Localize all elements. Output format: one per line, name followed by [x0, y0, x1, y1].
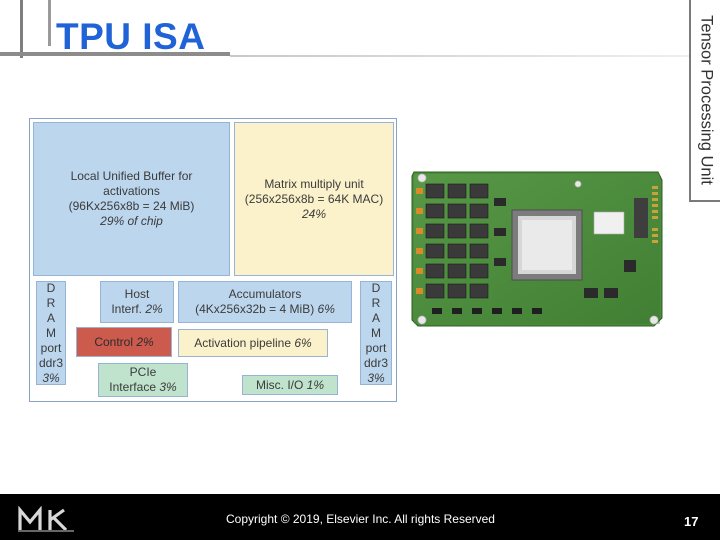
tpu-board-photo — [411, 171, 663, 327]
matrix-multiply-unit-block: Matrix multiply unit (256x256x8b = 64K M… — [234, 122, 394, 276]
block-percent: 6% — [317, 302, 335, 316]
block-letter: R — [371, 295, 381, 310]
page-number: 17 — [684, 514, 699, 529]
block-percent: 2% — [136, 334, 154, 349]
block-label: Matrix multiply unit — [264, 176, 364, 191]
block-label: Accumulators — [228, 287, 302, 301]
block-label: Interface — [109, 380, 156, 394]
block-label: Host — [124, 287, 150, 301]
block-label-row: (4Kx256x32b = 4 MiB) 6% — [195, 302, 335, 317]
block-detail: (4Kx256x32b = 4 MiB) — [195, 302, 315, 316]
block-letter: A — [371, 310, 380, 325]
header-accent-bar — [20, 0, 23, 58]
block-label: port — [40, 340, 62, 355]
section-side-label: Tensor Processing Unit — [697, 15, 715, 185]
block-label: Interf. — [111, 302, 142, 316]
misc-io-block: Misc. I/O 1% — [242, 375, 338, 395]
block-label: Misc. I/O — [255, 377, 304, 392]
block-percent: 24% — [301, 206, 327, 221]
block-percent: 6% — [294, 335, 312, 350]
local-unified-buffer-block: Local Unified Buffer for activations (96… — [33, 122, 230, 276]
accumulators-block: Accumulators (4Kx256x32b = 4 MiB) 6% — [178, 281, 352, 323]
block-letter: D — [371, 280, 381, 295]
host-interface-block: Host Interf. 2% — [100, 281, 174, 323]
block-detail: (256x256x8b = 64K MAC) — [244, 191, 384, 206]
tpu-floorplan-diagram: Local Unified Buffer for activations (96… — [29, 118, 397, 402]
block-label: ddr3 — [363, 355, 389, 370]
block-label-row: Interface 3% — [109, 380, 176, 395]
header-accent-bar — [48, 0, 51, 46]
block-label-row: Interf. 2% — [111, 302, 162, 317]
block-label: Activation pipeline — [194, 335, 292, 350]
block-letter: M — [46, 325, 56, 340]
block-percent: 29% of chip — [100, 214, 163, 228]
block-letter: A — [46, 310, 55, 325]
block-percent: 3% — [159, 380, 177, 394]
block-letter: M — [371, 325, 381, 340]
logo-underline — [18, 530, 74, 532]
slide-footer — [0, 494, 720, 540]
block-label: activations — [103, 184, 160, 198]
block-label: PCIe — [129, 365, 157, 379]
block-percent: 1% — [306, 377, 325, 392]
title-underline-fade — [230, 55, 690, 57]
pcie-interface-block: PCIe Interface 3% — [98, 363, 188, 397]
block-label: Control — [94, 334, 133, 349]
block-letter: D — [46, 280, 56, 295]
dram-port-left-block: D R A M port ddr3 3% — [36, 281, 66, 385]
copyright-text: Copyright © 2019, Elsevier Inc. All righ… — [226, 512, 495, 526]
block-detail: (96Kx256x8b = 24 MiB) — [68, 199, 195, 213]
block-percent: 3% — [367, 370, 385, 385]
control-block: Control 2% — [76, 327, 172, 357]
mk-logo — [18, 506, 68, 532]
block-label: ddr3 — [38, 355, 64, 370]
activation-pipeline-block: Activation pipeline 6% — [178, 329, 328, 357]
section-side-tab: Tensor Processing Unit — [689, 0, 720, 202]
slide-title: TPU ISA — [56, 16, 206, 57]
block-percent: 3% — [42, 370, 60, 385]
title-underline — [0, 52, 230, 56]
block-letter: R — [46, 295, 56, 310]
block-label: Local Unified Buffer for — [70, 169, 193, 183]
block-label: port — [365, 340, 387, 355]
dram-port-right-block: D R A M port ddr3 3% — [360, 281, 392, 385]
block-percent: 2% — [145, 302, 163, 316]
